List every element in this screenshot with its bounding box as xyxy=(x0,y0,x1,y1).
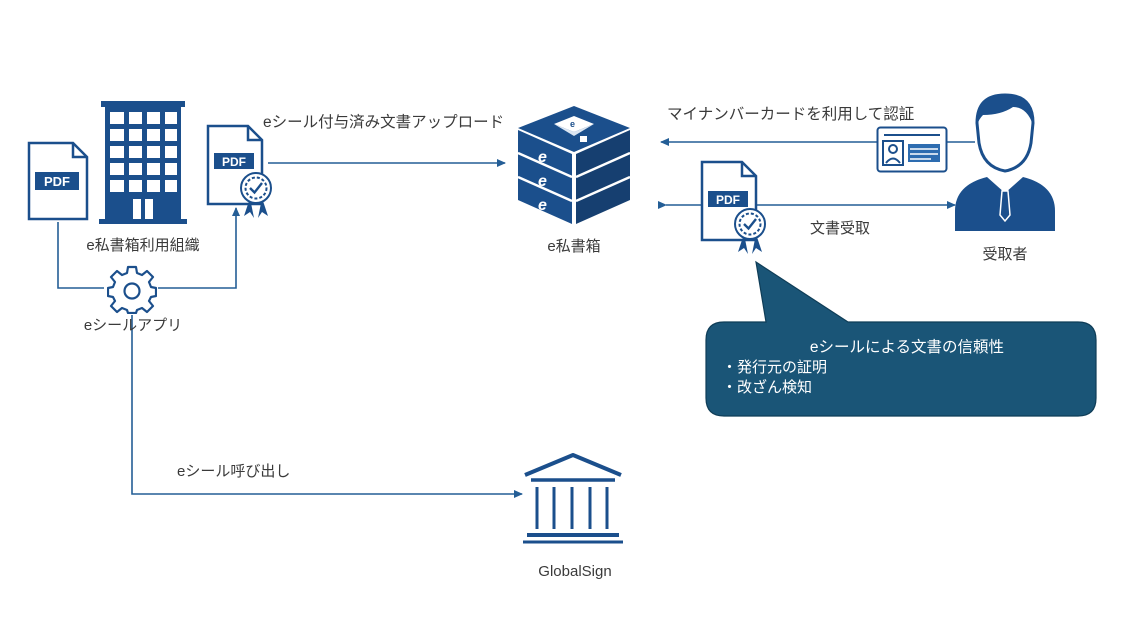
bank-icon xyxy=(523,453,623,544)
callout-text: eシールによる文書の信頼性 ・発行元の証明 ・改ざん検知 xyxy=(722,338,1092,398)
building-icon xyxy=(99,101,187,224)
app-to-sealed-line xyxy=(158,207,240,289)
call-arrow xyxy=(131,315,523,498)
svg-text:e: e xyxy=(538,149,547,166)
callout-item: ・改ざん検知 xyxy=(722,379,813,396)
pdf-badge-text: PDF xyxy=(44,174,70,189)
gear-icon xyxy=(107,265,157,314)
org-label: e私書箱利用組織 xyxy=(86,237,200,254)
callout-item: ・発行元の証明 xyxy=(722,359,828,376)
doc-to-app-line xyxy=(57,222,104,289)
callout-title: eシールによる文書の信頼性 xyxy=(809,339,1005,356)
globalsign-label: GlobalSign xyxy=(538,563,612,580)
call-label: eシール呼び出し xyxy=(177,463,291,480)
receive-label: 文書受取 xyxy=(810,220,871,237)
sealed-document-icon: PDF xyxy=(206,124,272,218)
app-label: eシールアプリ xyxy=(83,317,183,334)
box-label: e私書箱 xyxy=(547,238,601,255)
pdf-badge-text: PDF xyxy=(222,155,246,169)
upload-label: eシール付与済み文書アップロード xyxy=(263,114,505,131)
recipient-label: 受取者 xyxy=(982,246,1028,263)
svg-text:e: e xyxy=(570,119,575,129)
id-card-icon xyxy=(876,126,948,173)
server-box-icon: e e e e xyxy=(517,106,631,224)
mynumber-label: マイナンバーカードを利用して認証 xyxy=(667,106,915,123)
received-document-icon: PDF xyxy=(700,160,766,254)
svg-text:e: e xyxy=(538,197,547,214)
svg-text:e: e xyxy=(538,173,547,190)
pdf-badge-text: PDF xyxy=(716,193,740,207)
document-icon: PDF xyxy=(27,141,89,221)
person-icon xyxy=(955,93,1055,231)
